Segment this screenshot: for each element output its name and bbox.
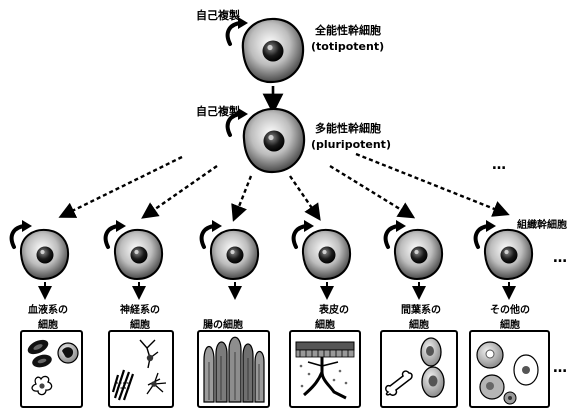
lineage-label-line2: 細胞	[500, 318, 520, 331]
stem-cell-icon	[211, 230, 258, 279]
totipotent-name-label: 全能性幹細胞	[314, 23, 381, 37]
ellipsis-middle: …	[553, 250, 569, 266]
pluripotent-cell-icon	[244, 109, 304, 172]
pluripotent-name-label: 多能性幹細胞	[315, 121, 381, 135]
lineage-labels: 血液系の 細胞 神経系の 細胞 腸の細胞 表皮の 細胞 間葉系の 細胞 その他の…	[28, 303, 530, 331]
neurons-box	[109, 331, 173, 407]
stem-cell-icon	[303, 230, 350, 279]
stem-cell-icon	[485, 230, 532, 279]
ellipsis-top: …	[492, 157, 508, 173]
lineage-label-line2: 細胞	[38, 318, 58, 331]
totipotent-en-label: (totipotent)	[311, 40, 384, 53]
lineage-label-line1: 血液系の	[28, 303, 68, 316]
lineage-label-line1: 間葉系の	[401, 303, 441, 316]
tissue-stem-cell	[386, 220, 442, 279]
stem-cell-icon	[395, 230, 442, 279]
lineage-label-line2: 細胞	[130, 318, 150, 331]
tissue-stem-cells-label: 組織幹細胞	[517, 218, 567, 231]
middle-self-renewal-label: 自己複製	[196, 104, 241, 118]
tissue-stem-cell	[294, 220, 350, 279]
tissue-stem-cell	[106, 220, 162, 279]
lineage-label-line1: 神経系の	[120, 303, 160, 316]
pluripotent-en-label: (pluripotent)	[311, 138, 391, 151]
lineage-label-line1: 腸の細胞	[203, 318, 243, 331]
totipotent-cell-icon	[243, 19, 303, 82]
totipotent-cell	[228, 17, 303, 82]
stem-cell-icon	[115, 230, 162, 279]
top-self-renewal-label: 自己複製	[196, 8, 241, 22]
lineage-label-line2: 細胞	[315, 318, 335, 331]
lineage-label-line1: その他の	[490, 303, 530, 316]
lineage-label-line2: 細胞	[409, 318, 429, 331]
lineage-label-line1: 表皮の	[318, 303, 349, 316]
stem-cell-icon	[21, 230, 68, 279]
cell-type-boxes	[21, 331, 549, 407]
ellipsis-bottom: …	[553, 360, 569, 376]
tissue-stem-cell-row	[12, 220, 532, 279]
tissue-stem-cell	[12, 220, 68, 279]
short-arrows	[45, 282, 509, 293]
blood-cells-box	[21, 331, 82, 407]
tissue-stem-cell	[202, 220, 258, 279]
